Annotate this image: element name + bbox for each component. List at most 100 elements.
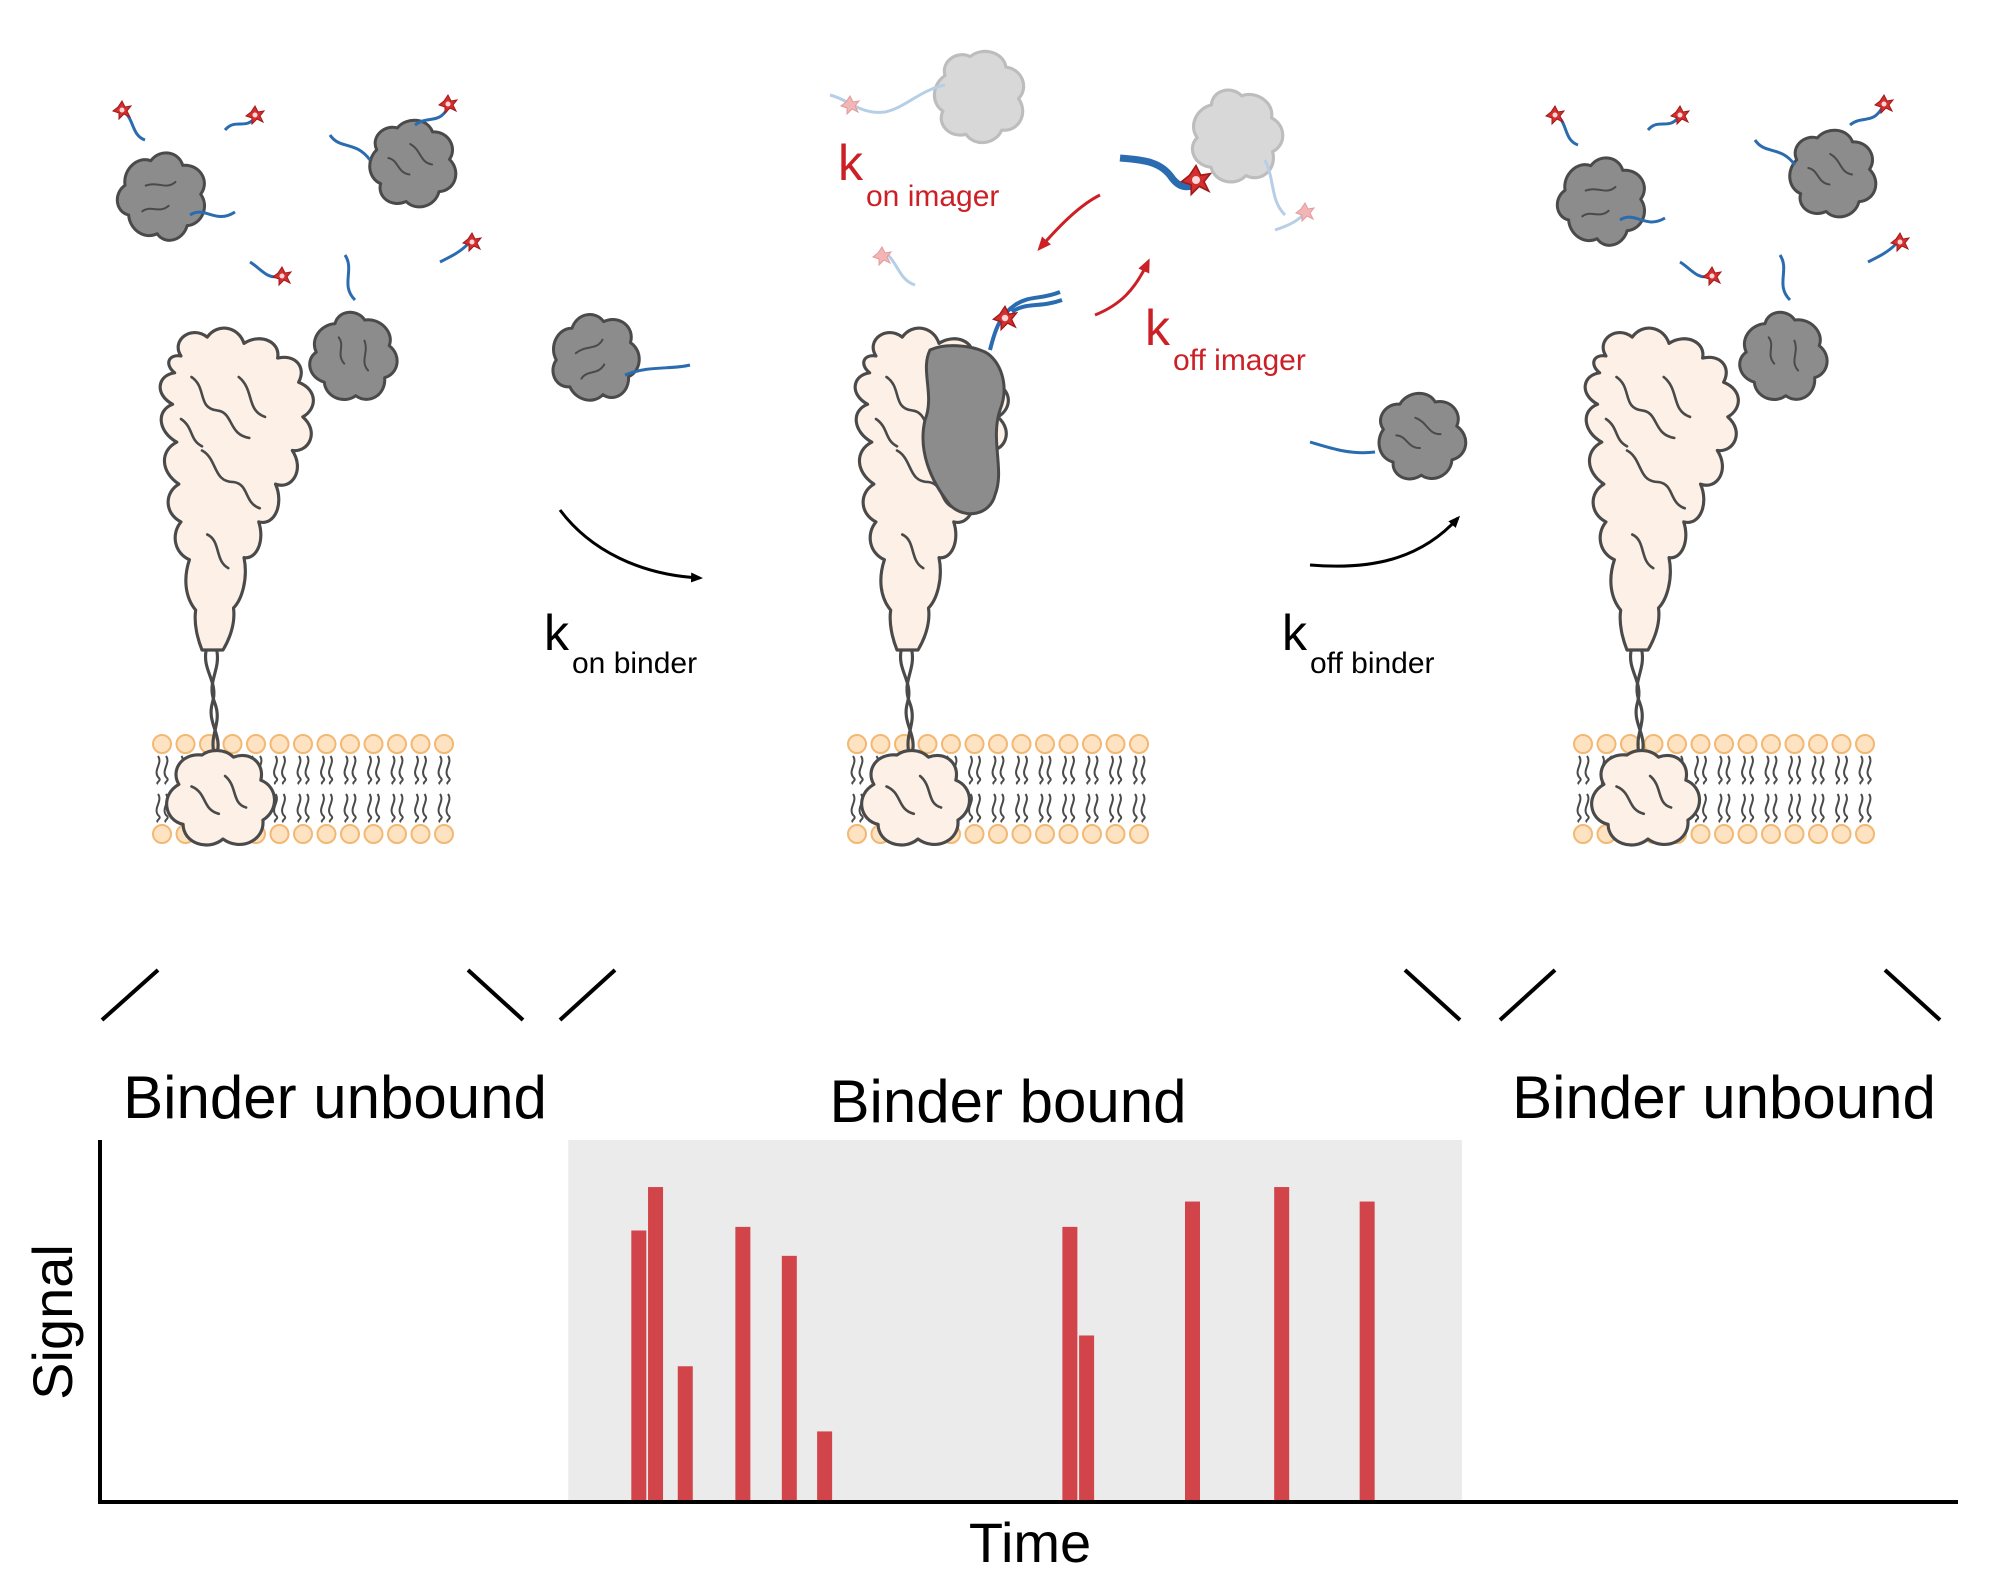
binder-protein [543,307,648,410]
lipid-tail [1741,793,1747,823]
faded-strand [1263,159,1287,217]
lipid-tail [304,755,310,785]
lipid-head [363,734,384,754]
kon-binder-arrow [558,509,703,583]
kon-binder-k: k [544,605,570,661]
lipid-tail [155,793,161,823]
lipid-head [387,824,407,844]
lipid-tail [1835,793,1841,823]
lipid-tail [1796,793,1802,823]
docking-strand [1753,139,1797,166]
binder-protein [102,137,223,258]
lipid-tail [1070,755,1076,785]
lipid-tail [999,755,1005,785]
lipid-tail [1038,793,1044,823]
koff-binder-label: k off binder [1282,605,1435,680]
lipid-head [1808,734,1828,754]
lipid-head [1808,824,1828,844]
lipid-head [988,734,1008,754]
lipid-tail [1772,793,1778,823]
lipid-tail [1132,755,1138,785]
lipid-tail [1749,755,1755,785]
lipid-tail [1062,793,1068,823]
imager-strand [1119,154,1193,191]
lipid-head [316,734,337,754]
koff-binder-subscript: off binder [1310,647,1435,680]
lipid-tail [1038,755,1044,785]
faded-binder-protein [932,49,1026,145]
lipid-head [1573,824,1593,844]
signal-bar [1359,1201,1375,1502]
lipid-tail [1140,793,1146,823]
lipid-tail [414,793,420,823]
lipid-tail [1843,793,1849,823]
lipid-head [269,734,290,754]
docking-strand [988,290,1061,351]
binder-protein [1781,122,1884,227]
docking-strand [343,254,357,302]
lipid-head [1737,734,1758,754]
bound-interval-shade [568,1140,1462,1502]
lipid-tail [1764,793,1770,823]
lipid-tail [1858,755,1864,785]
lipid-tail [1702,793,1708,823]
lipid-tail [991,755,997,785]
bracket-line [1403,968,1462,1022]
lipid-tail [858,755,864,785]
lipid-tail [1843,755,1849,785]
lipid-head [269,824,290,844]
lipid-head [870,734,891,754]
imager-strand [223,116,257,132]
lipid-head [1714,734,1734,754]
lipid-tail [1576,793,1582,823]
lipid-head [1714,824,1734,844]
lipid-tail [367,793,373,823]
kon-imager-k: k [838,135,864,191]
lipid-tail [1796,755,1802,785]
lipid-tail [1717,793,1723,823]
signal-bar [648,1187,664,1502]
lipid-head [1058,824,1079,844]
bracket-line [558,968,617,1022]
lipid-tail [991,793,997,823]
signal-bar [817,1431,833,1502]
panel-left-illustration [102,94,482,847]
lipid-tail [1015,793,1021,823]
lipid-tail [1772,755,1778,785]
lipid-tail [281,755,287,785]
lipid-tail [273,793,279,823]
lipid-head [1082,824,1102,844]
fluorophore-icon [462,232,482,252]
lipid-tail [1858,793,1864,823]
x-axis-label: Time [969,1511,1091,1574]
imager-strand [1867,242,1898,264]
lipid-head [152,824,172,844]
faded-strand [886,253,916,287]
lipid-tail [328,793,334,823]
signal-bar [1185,1201,1201,1502]
lipid-head [1737,824,1758,844]
lipid-head [340,824,360,844]
lipid-head [1831,734,1852,754]
lipid-tail [1117,793,1123,823]
kon-imager-arrow [1037,193,1101,252]
signal-trace-chart: Time Signal [21,1140,1958,1574]
lipid-head [847,824,867,844]
lipid-head [1129,734,1149,754]
lipid-tail [1764,755,1770,785]
lipid-head [316,824,337,844]
fluorophore-icon [438,94,458,114]
lipid-head [917,734,938,754]
imager-strand [414,107,450,127]
caption-middle: Binder bound [830,1068,1187,1135]
kon-imager-label: k on imager [838,135,999,213]
fluorophore-icon [272,266,292,286]
lipid-tail [375,755,381,785]
lipid-tail [1023,755,1029,785]
lipid-head [1035,734,1055,754]
lipid-head [1690,824,1711,844]
lipid-tail [320,755,326,785]
imager-strand [1646,116,1680,132]
lipid-tail [296,755,302,785]
lipid-head [410,824,431,844]
